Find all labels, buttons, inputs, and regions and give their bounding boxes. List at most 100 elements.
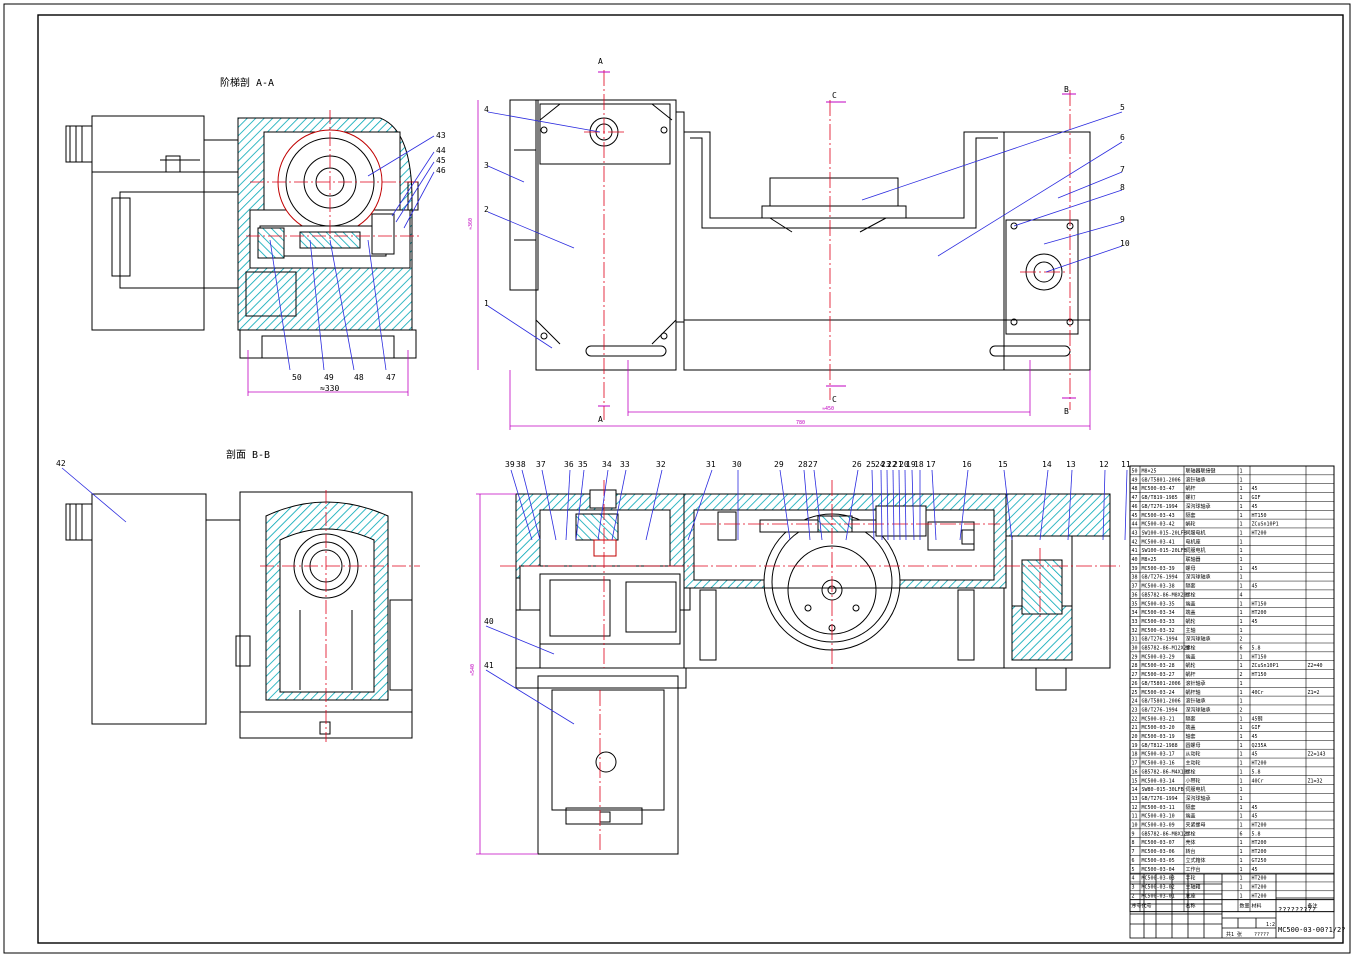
bom-cell: 1 [1240,530,1243,536]
bom-cell: 1 [1240,823,1243,829]
bb-centerlines [260,490,420,742]
bom-cell: 1 [1240,557,1243,563]
balloon-32: 32 [656,460,666,469]
balloon-24: 24 [875,460,885,469]
bom-cell: 螺栓 [1186,830,1196,837]
bom-cell: 8 [1132,840,1135,846]
bom-cell: GB/T276-1994 [1142,796,1178,802]
bom-cell: 1 [1240,522,1243,528]
balloon-37: 37 [536,460,546,469]
bom-cell: 螺栓 [1186,768,1196,775]
bom-cell: 47 [1132,495,1138,501]
bom-cell: MC500-03-07 [1142,840,1175,846]
section-dim: ≈540 [470,493,538,855]
title-sheet: 共1 张 [1226,931,1242,938]
bom-cell: 45钢 [1252,715,1263,722]
aa-dim-text: ≈330 [320,384,339,393]
bom-cell: 39 [1132,566,1138,572]
bom-cell: HT200 [1252,849,1267,855]
balloon-44: 44 [436,146,446,155]
dim-front-c: ≈450 [822,406,834,412]
bom-cell: 滚针轴承 [1186,698,1206,705]
bom-cell: 49 [1132,477,1138,483]
bom-cell: 1 [1240,663,1243,669]
section-leaders [510,469,1128,541]
bom-cell: 26 [1132,681,1138,687]
bom-cell: HT150 [1252,672,1267,678]
bom-cell: 1 [1240,858,1243,864]
balloon-22: 22 [887,460,897,469]
bom-cell: 46 [1132,504,1138,510]
bom-cell: 41 [1132,548,1138,554]
balloon-9: 9 [1120,215,1125,224]
bom-cell: 工作台 [1186,866,1201,873]
cut-b-bottom: B [1064,407,1069,416]
bom-cell: 4 [1240,592,1243,598]
bb-connector [65,503,93,541]
bom-cell: 2 [1132,893,1135,899]
bom-cell: GB/T812-1988 [1142,743,1178,749]
balloon-40: 40 [484,617,494,626]
bom-cell: GB/T276-1994 [1142,575,1178,581]
bom-cell: 16 [1132,769,1138,775]
bom-cell: 螺钉 [1186,494,1196,501]
balloon-25: 25 [866,460,876,469]
bom-cell: 底座 [1186,892,1196,899]
bom-cell: 1 [1240,548,1243,554]
bom-cell: 深沟球轴承 [1186,503,1211,510]
bom-cell: 壳体 [1186,839,1196,846]
aa-motor-box [91,115,205,331]
bom-cell: 48 [1132,486,1138,492]
bom-cell: SW80-015-30LFB [1142,787,1184,793]
bom-cell: 蜗杆轴 [1186,689,1201,696]
bom-cell: MC500-03-09 [1142,823,1175,829]
bom-cell: 6 [1132,858,1135,864]
bom-cell: MC500-03-19 [1142,734,1175,740]
bom-cell: 滚针轴承 [1186,476,1206,483]
front-centerlines [584,70,1071,420]
balloon-43: 43 [436,131,446,140]
bom-header-cell: 代号 [1142,903,1152,910]
bom-cell: GB/T5801-2006 [1142,699,1181,705]
bom-cell: MC500-03-39 [1142,566,1175,572]
bom-cell: 45 [1252,734,1258,740]
title-scale: 1:2 [1266,922,1275,928]
bom-cell: 2 [1240,637,1243,643]
bom-cell: 24 [1132,699,1138,705]
section-left-balloons: 40 41 [484,617,494,670]
bom-header-cell: 备注 [1308,903,1318,910]
bom-cell: GB5782-86-M4X10 [1142,769,1187,775]
bom-cell: 36 [1132,592,1138,598]
bom-cell: 1 [1240,761,1243,767]
bom-cell: 转台 [1186,848,1196,855]
bom-cell: 45 [1252,584,1258,590]
bom-cell: ZCuSn10P1 [1252,663,1279,669]
balloon-6: 6 [1120,133,1125,142]
front-dim-text: ≈450 780 ≈360 [468,218,834,426]
bom-cell: 3 [1132,884,1135,890]
balloon-3: 3 [484,161,489,170]
balloon-36: 36 [564,460,574,469]
bb-title: 剖面 B-B [226,448,270,461]
bom-cell: 11 [1132,814,1138,820]
bom-cell: GB5782-86-M12X20 [1142,646,1190,652]
bom-cell: MC500-03-38 [1142,584,1175,590]
bom-cell: SW100-015-20LFB [1142,548,1187,554]
balloon-13: 13 [1066,460,1076,469]
bom-cell: 5.8 [1252,646,1261,652]
bom-cell: MC500-03-14 [1142,778,1175,784]
bom-cell: 蜗杆 [1186,485,1196,492]
balloon-47: 47 [386,373,396,382]
bom-cell: 44 [1132,522,1138,528]
bom-cell: 隔套 [1186,512,1196,519]
view-section [515,489,1111,855]
bom-cell: HT200 [1252,610,1267,616]
bom-cell: 7 [1132,849,1135,855]
view-front [509,99,1091,371]
bom-cell: 22 [1132,716,1138,722]
bom-cell: 1 [1240,584,1243,590]
bom-cell: HT150 [1252,654,1267,660]
balloon-17: 17 [926,460,936,469]
